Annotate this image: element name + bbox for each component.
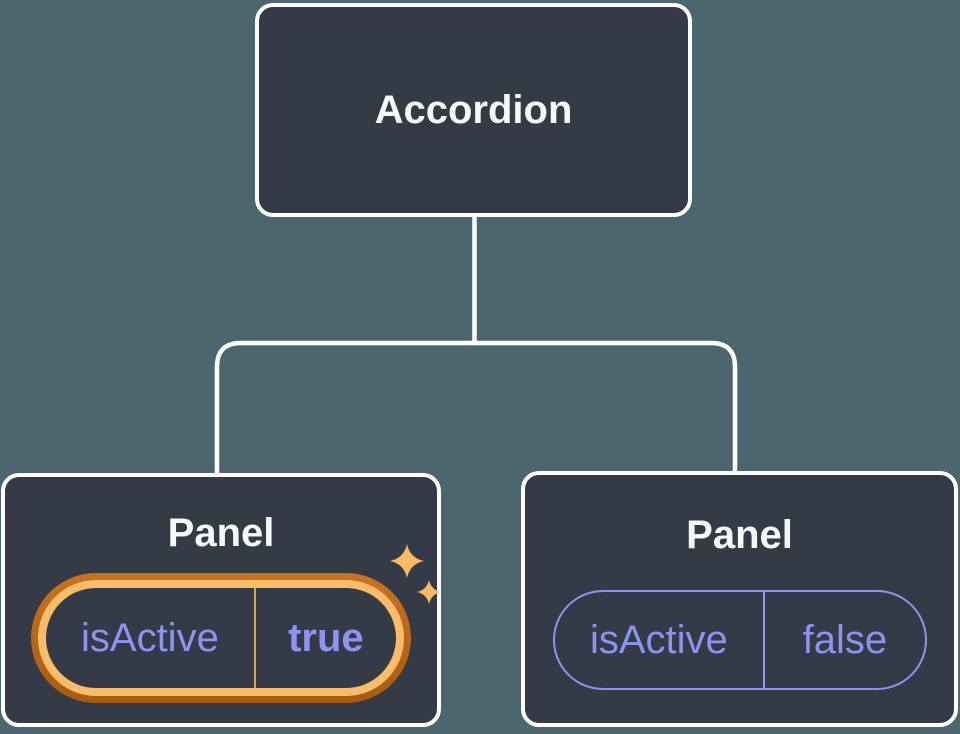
connector-branch-bracket — [214, 340, 738, 480]
tree-node-panel-inactive: Panel isActive false — [521, 471, 958, 727]
sparkle-large — [390, 544, 424, 578]
tree-node-accordion: Accordion — [255, 3, 692, 217]
state-pill-inactive: isActive false — [552, 590, 927, 690]
state-pill-active: isActive true — [46, 588, 396, 688]
sparkle-small — [417, 580, 441, 604]
tree-node-panel-active: Panel isActive true — [1, 473, 441, 727]
state-key-label: isActive — [81, 615, 219, 660]
accordion-node-label: Accordion — [374, 88, 573, 132]
pill-divider — [253, 588, 256, 688]
state-highlight-ring-outer: isActive true — [31, 573, 411, 703]
panel-node-label: Panel — [167, 511, 275, 555]
state-value-label: false — [802, 617, 888, 662]
pill-divider — [763, 592, 766, 688]
state-key-label: isActive — [589, 617, 728, 662]
state-value-label: true — [288, 615, 364, 660]
panel-node-label: Panel — [686, 513, 793, 557]
state-highlight-ring-inner: isActive true — [38, 580, 404, 696]
